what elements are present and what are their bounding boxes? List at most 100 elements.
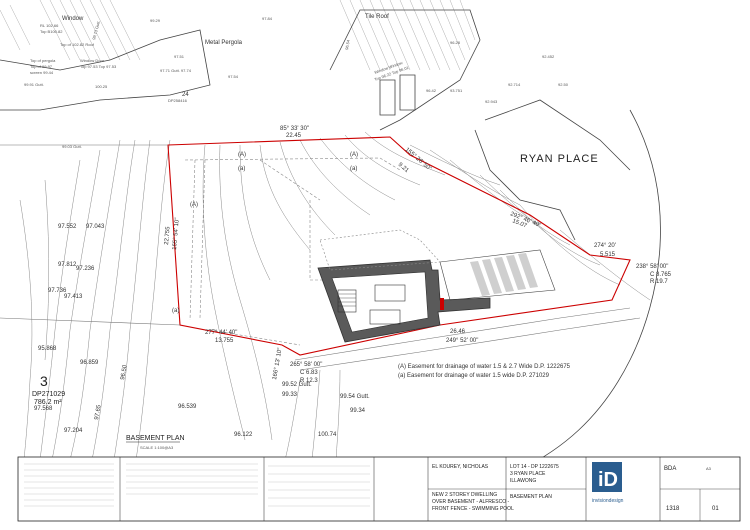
boundary-274-length: 5.515: [600, 252, 616, 258]
easement-lines: [184, 157, 401, 346]
spot-height: 97.043: [86, 224, 105, 230]
easement-mark: (A): [190, 202, 198, 208]
spot-height: 96.50: [120, 364, 129, 380]
spot-height: 97.65: [94, 404, 103, 420]
car-space-2: [374, 284, 406, 302]
lot-dp: LOT 14 - DP 1222675: [510, 464, 559, 470]
window-left-top: Top B100.82: [40, 29, 63, 34]
spot-height: 96.859: [80, 360, 99, 366]
easement-mark: (a): [350, 166, 357, 172]
spot-height: 99.54 Gutt.: [340, 394, 370, 400]
lot-3-number: 3: [40, 373, 48, 389]
spot-height: 97.552: [58, 224, 77, 230]
dp-24: DP258416: [168, 98, 188, 103]
boundary-top-bearing: 85° 33' 30": [280, 126, 309, 132]
project-line-2: OVER BASEMENT - ALFRESCO -: [432, 499, 509, 505]
neighbour-roof-hatching: [0, 0, 476, 71]
easement-mark: (a): [172, 308, 179, 314]
stair: [337, 289, 357, 313]
job-number: 1318: [666, 506, 680, 512]
boundary-curve-radius: R 19.7: [650, 279, 668, 285]
easement-mark: (A): [238, 152, 246, 158]
project-line-1: NEW 2 STOREY DWELLING: [432, 492, 497, 498]
spot-height: 97.413: [64, 294, 83, 300]
spot-height: 99.52 Gutt.: [282, 382, 312, 388]
spot-height: 97.236: [76, 266, 95, 272]
spot-height: 96.539: [178, 404, 197, 410]
lot-3-label: 3 DP271029 786.2 m²: [32, 373, 65, 406]
sheet-number: 01: [712, 506, 719, 512]
boundary-left-length: 22.755: [164, 226, 172, 245]
easement-mark: (a): [238, 166, 245, 172]
boundary-curve-length: C 8.765: [650, 272, 672, 278]
car-space: [369, 309, 401, 325]
easement-note-a-lower: (a) Easement for drainage of water 1.5 w…: [398, 373, 550, 379]
screen-fence: Top of 99.97: [30, 64, 53, 69]
boundary-curve-bearing: 238° 58' 00": [636, 264, 668, 270]
address-line-1: 3 RYAN PLACE: [510, 471, 546, 477]
client-name: EL KOUREY, NICHOLAS: [432, 464, 489, 470]
spot-93751: 93.751: [450, 88, 463, 93]
lot-24: 24: [182, 92, 189, 98]
invisiondesign-logo: iD invisiondesign: [592, 462, 624, 504]
contour-lines: [19, 131, 651, 481]
spot-9751: 97.51: [174, 54, 185, 59]
company-name: invisiondesign: [592, 498, 624, 504]
spot-9784: 97.84: [262, 16, 273, 21]
screen-9944: screen 99.44: [30, 70, 54, 75]
spot-9929: 99.29: [150, 18, 161, 23]
boundary-265-length: C 6.83: [300, 370, 318, 376]
spot-height: 99.34: [350, 408, 366, 414]
boundary-265-bearing: 265° 58' 00": [290, 362, 322, 368]
easement-mark: (A): [350, 152, 358, 158]
metal-pergola: Metal Pergola: [205, 40, 243, 46]
spot-height: 95.868: [38, 346, 57, 352]
boundary-166-bearing: 166° 13' 10": [272, 347, 284, 380]
spot-height: 97.812: [58, 262, 77, 268]
lot-3-area: 786.2 m²: [34, 399, 62, 406]
boundary-277-bearing: 277° 44' 40": [205, 330, 237, 336]
boundary-bottom-length: 26.46: [450, 329, 466, 335]
spot-9314: 92.714: [508, 82, 521, 87]
spot-9754: 97.54: [228, 74, 239, 79]
window-left-rl: RL 102.66: [40, 23, 59, 28]
address-line-2: ILLAWONG: [510, 478, 536, 484]
top-pergola: Top of pergola: [30, 58, 56, 63]
basement-building: [317, 249, 556, 343]
spot-height: 97.736: [48, 288, 67, 294]
spot-9250: 92.50: [558, 82, 569, 87]
easement-marks: (A) (A) (A) (a) (a) (a): [172, 152, 358, 314]
street-name-ryan-place: RYAN PLACE: [520, 153, 599, 165]
neighbour-outlines: [0, 9, 661, 471]
spot-height: 99.33: [282, 392, 298, 398]
boundary-274-bearing: 274° 20': [594, 243, 616, 249]
easement-note-a-upper: (A) Easement for drainage of water 1.5 &…: [398, 364, 571, 370]
driveway-ramp-hatching: [470, 253, 538, 296]
spot-92943: 92.943: [485, 99, 498, 104]
revision: A3: [706, 466, 712, 471]
boundary-bottom-bearing: 249° 52' 00": [446, 338, 478, 344]
boundary-277-length: 13.755: [215, 338, 234, 344]
boundary-left-bearing: 165° 54' 10": [172, 217, 181, 250]
upper-floor-outline: [319, 229, 441, 271]
spot-9642: 96.42: [426, 88, 437, 93]
spot-9903: 99.03 Gutt.: [62, 144, 82, 149]
driveway-outline: [439, 249, 556, 301]
spot-9628: 96.28: [450, 40, 461, 45]
boundary-top-length: 22.45: [286, 133, 302, 139]
project-line-3: FRONT FENCE - SWIMMING POOL: [432, 506, 514, 512]
boundary-right-length: 15.07: [511, 218, 528, 229]
spot-height: 96.122: [234, 432, 253, 438]
spot-height: 97.204: [64, 428, 83, 434]
tile-roof: Tile Roof: [365, 14, 389, 20]
logo-letters: iD: [598, 469, 618, 491]
window-left-label: Window: [62, 16, 84, 22]
window-door-top: Top 97.53 Top 97.53: [80, 64, 117, 69]
plan-title: BASEMENT PLAN: [126, 435, 185, 442]
spot-9991: 99.91 Gutt.: [24, 82, 44, 87]
road-lines: [0, 144, 641, 371]
window-door: Window Door: [80, 58, 105, 63]
spot-height: 97.568: [34, 406, 53, 412]
bda-label: BDA: [664, 466, 676, 472]
